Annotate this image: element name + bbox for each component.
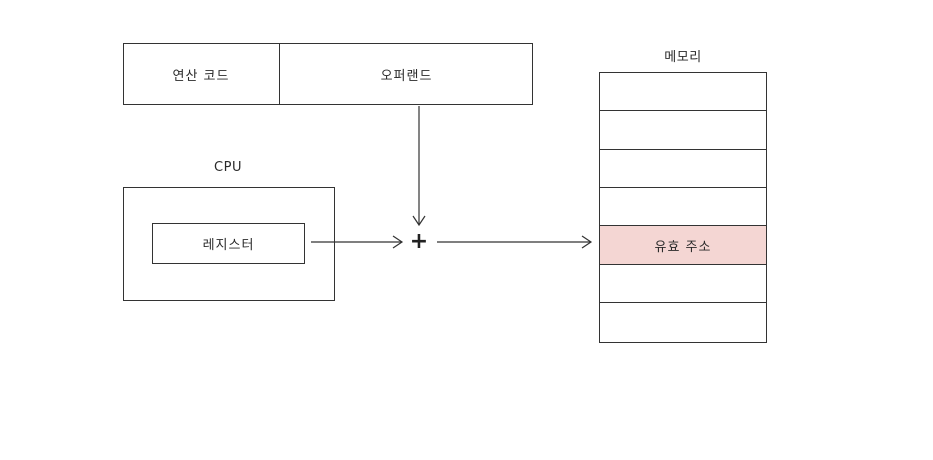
adder-plus-symbol: + [409,229,429,254]
instruction-box [123,43,533,105]
memory-cell [600,150,766,188]
register-label: 레지스터 [202,238,255,253]
memory-cell [600,188,766,227]
register-to-adder-arrowhead [392,235,404,249]
effective-address-label: 유효 주소 [654,239,712,255]
adder-to-memory-arrowhead [581,235,593,249]
memory-cell [600,265,766,304]
opcode-label: 연산 코드 [172,68,230,84]
cpu-title: CPU [214,160,242,175]
register-box [152,223,305,264]
instruction-divider [279,43,281,105]
memory-cell [600,111,766,150]
operand-label: 오퍼랜드 [380,68,433,84]
memory-cell-effective-address: 유효 주소 [600,226,766,265]
memory-cell [600,73,766,112]
cpu-box [123,187,335,301]
operand-to-adder-arrowhead [412,215,426,227]
memory-box: 유효 주소 [599,72,767,343]
memory-title: 메모리 [664,50,702,65]
